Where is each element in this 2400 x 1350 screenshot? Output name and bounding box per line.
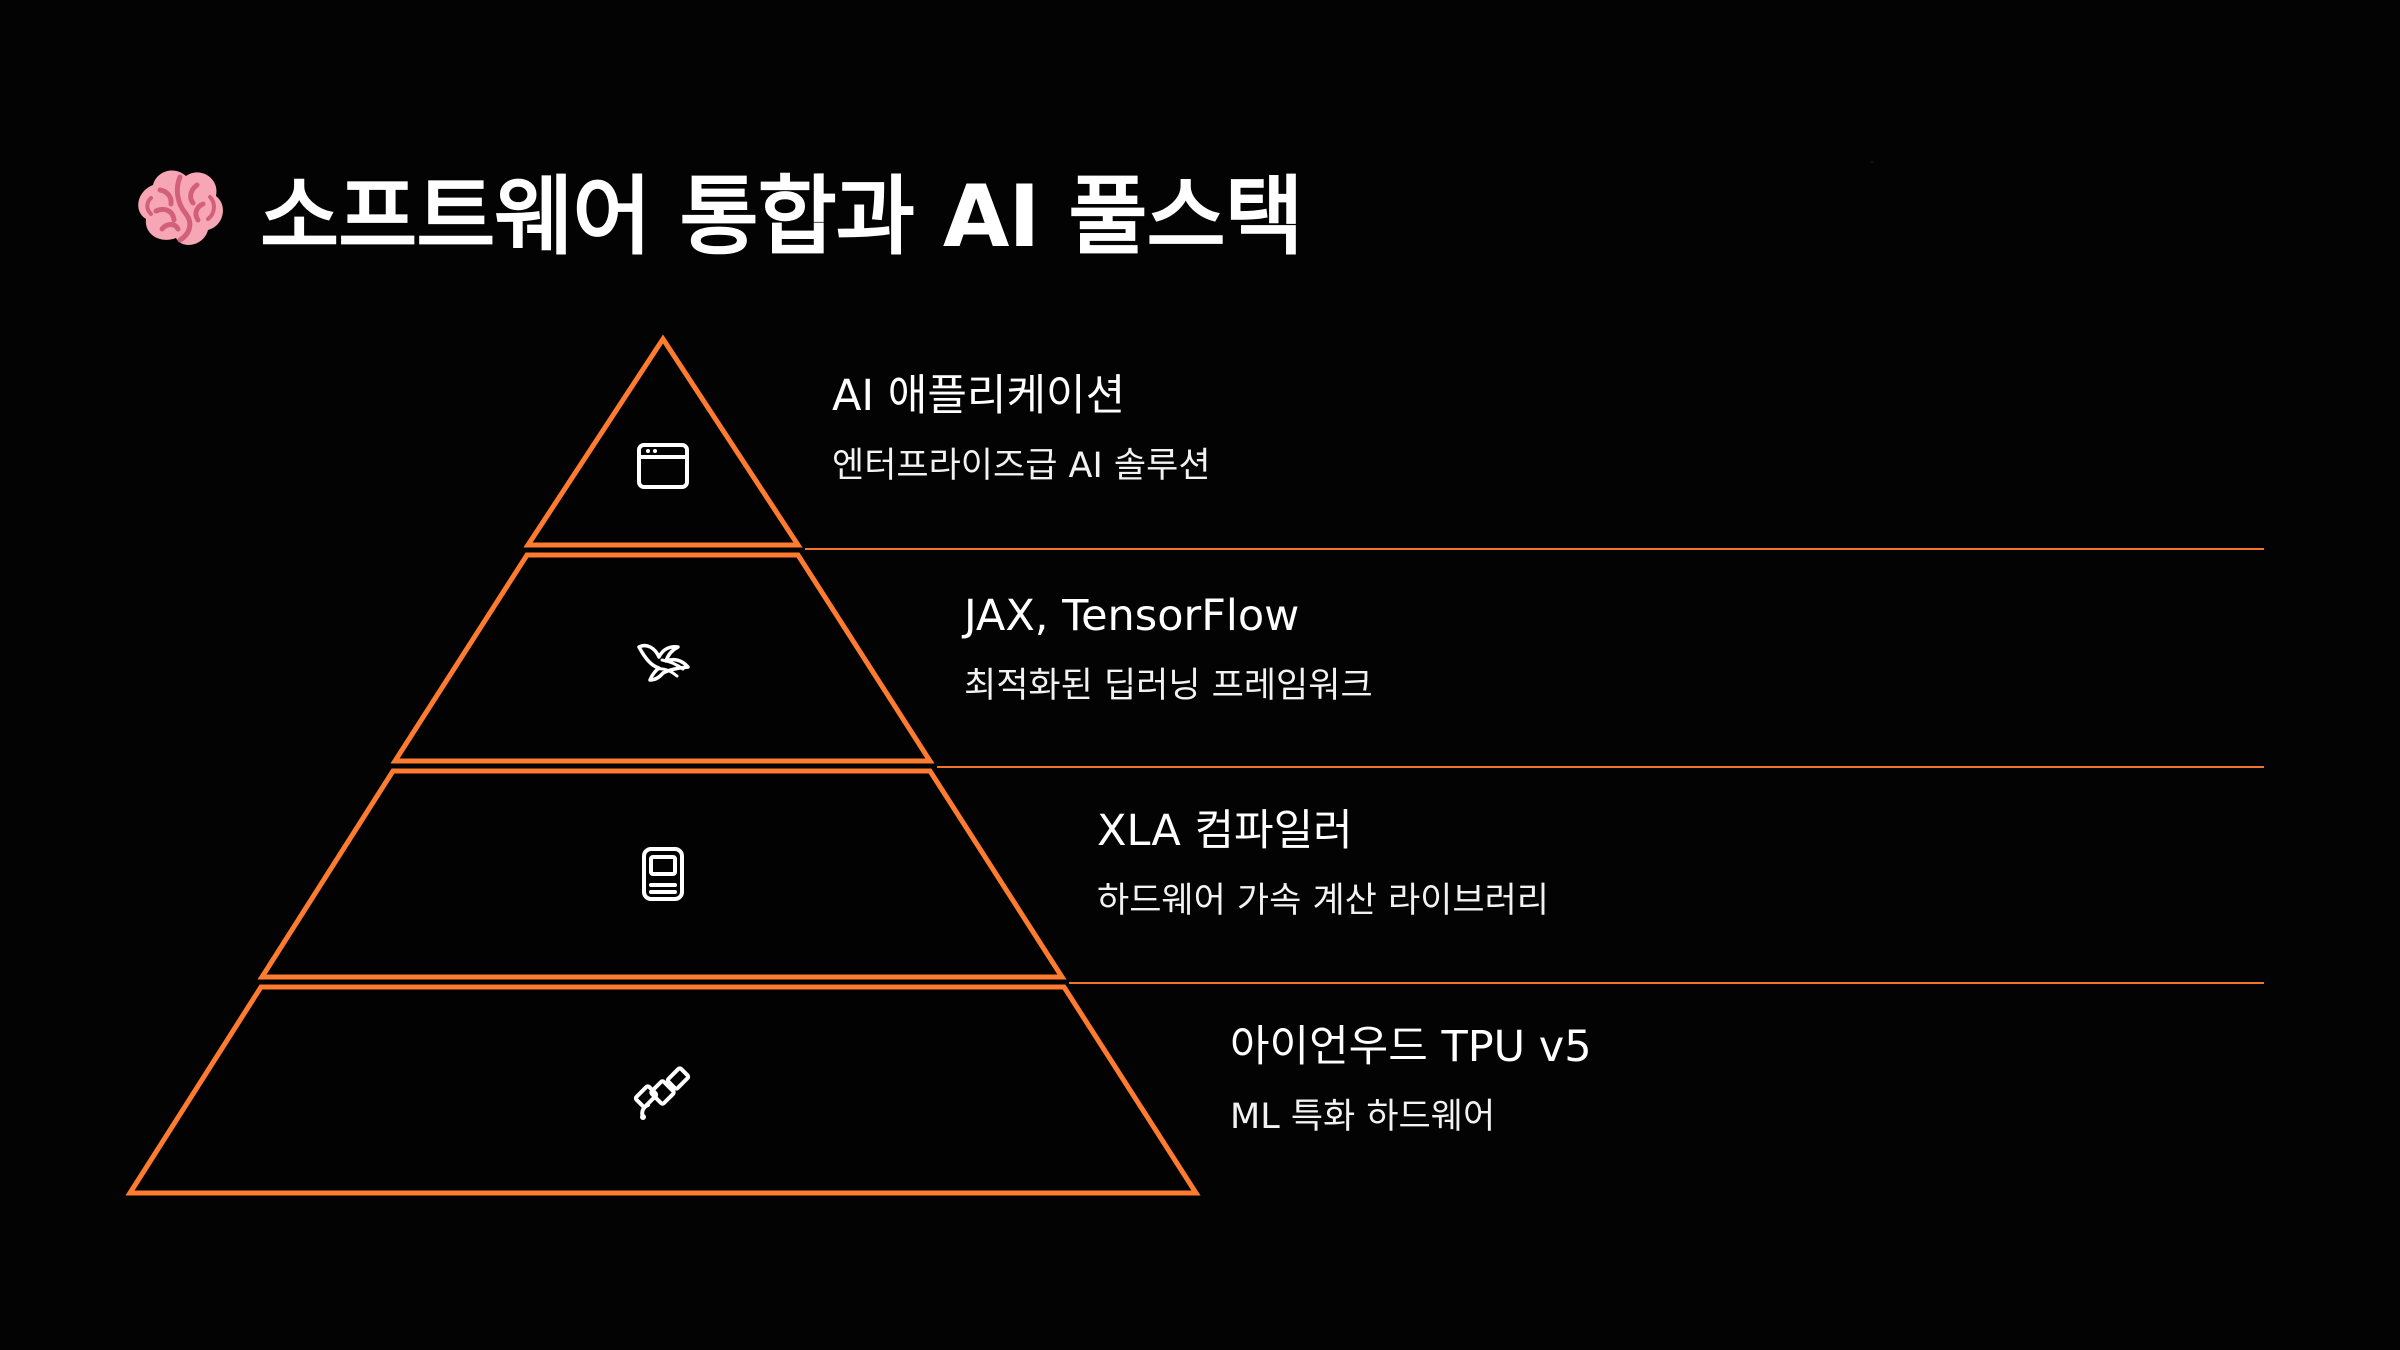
layer-3-text: XLA 컴파일러 하드웨어 가속 계산 라이브러리 — [1097, 806, 1549, 922]
layer-2-description: 최적화된 딥러닝 프레임워크 — [964, 666, 1373, 707]
layer-1-icon-wrap — [631, 434, 695, 498]
layer-2-title: JAX, TensorFlow — [964, 591, 1300, 641]
pyramid-layer-1-shape — [523, 334, 803, 548]
layer-3-icon-wrap — [631, 842, 695, 906]
layer-4-description: ML 특화 하드웨어 — [1230, 1097, 1496, 1138]
layer-divider-3 — [1069, 982, 2264, 984]
layer-divider-2 — [937, 766, 2264, 768]
layer-1-text: AI 애플리케이션 엔터프라이즈급 AI 솔루션 — [832, 371, 1211, 487]
layer-4-title: 아이언우드 TPU v5 — [1230, 1022, 1592, 1072]
layer-3-title: XLA 컴파일러 — [1097, 806, 1353, 856]
pyramid-layer-4-shape — [125, 984, 1201, 1196]
satellite-icon — [633, 1066, 691, 1120]
layer-1-title: AI 애플리케이션 — [832, 371, 1126, 421]
page-title-text: 소프트웨어 통합과 AI 풀스택 — [260, 166, 1304, 267]
brain-icon — [138, 170, 223, 245]
layer-1-description: 엔터프라이즈급 AI 솔루션 — [832, 446, 1211, 487]
layer-2-text: JAX, TensorFlow 최적화된 딥러닝 프레임워크 — [964, 591, 1373, 707]
layer-4-text: 아이언우드 TPU v5 ML 특화 하드웨어 — [1230, 1022, 1592, 1138]
page-title: 소프트웨어 통합과 AI 풀스택 — [128, 146, 1304, 270]
layer-2-icon-wrap — [631, 626, 695, 690]
pyramid-layer-2-shape — [390, 552, 935, 764]
bird-icon — [637, 643, 690, 682]
computer-icon — [642, 847, 684, 901]
app-window-icon — [637, 443, 689, 489]
layer-4-icon-wrap — [631, 1059, 695, 1123]
layer-3-description: 하드웨어 가속 계산 라이브러리 — [1097, 881, 1549, 922]
layer-divider-1 — [805, 548, 2264, 550]
